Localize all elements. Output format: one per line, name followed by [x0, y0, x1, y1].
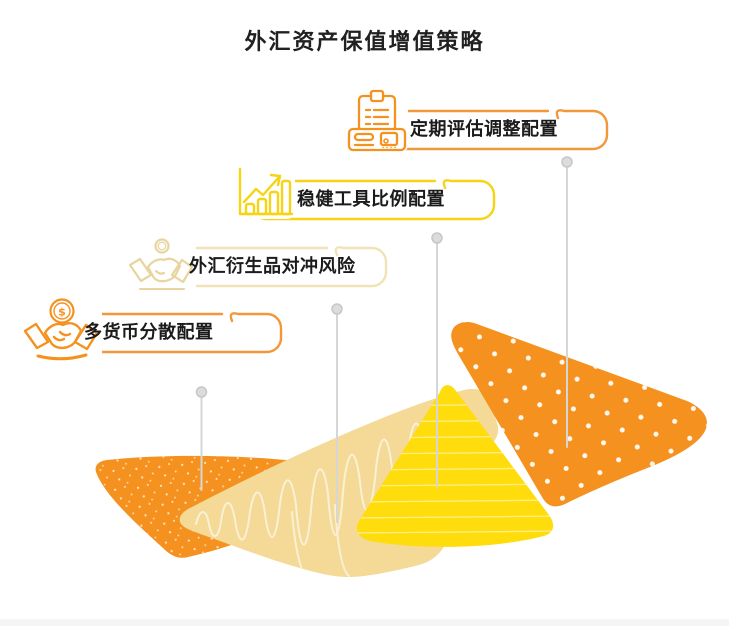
- connector-dot: [195, 386, 208, 398]
- bottom-strip: [0, 619, 729, 626]
- strategy-item-hedge: 外汇衍生品对冲风险: [126, 237, 389, 295]
- handshake-dollar-icon: $: [20, 297, 102, 361]
- connector-lines: [200, 165, 568, 523]
- strategy-label: 稳健工具比例配置: [297, 189, 445, 210]
- strategy-label: 多货币分散配置: [84, 322, 214, 343]
- connector-dot: [431, 232, 443, 244]
- connector-dots: [195, 156, 573, 398]
- strategy-item-tools: 稳健工具比例配置: [235, 165, 497, 221]
- connector-dot: [331, 303, 343, 315]
- connector-dot: [561, 156, 573, 168]
- handshake-coin-icon: [126, 237, 196, 295]
- clipboard-report-icon: [346, 89, 408, 153]
- growth-chart-icon: [235, 165, 295, 219]
- strategy-item-review: 定期评估调整配置: [346, 89, 610, 153]
- strategy-label: 定期评估调整配置: [410, 119, 558, 140]
- strategy-label: 外汇衍生品对冲风险: [189, 256, 356, 277]
- page-title: 外汇资产保值增值策略: [244, 30, 485, 55]
- strategy-item-diversify: $ 多货币分散配置: [20, 297, 284, 361]
- dollar-symbol: $: [58, 306, 66, 319]
